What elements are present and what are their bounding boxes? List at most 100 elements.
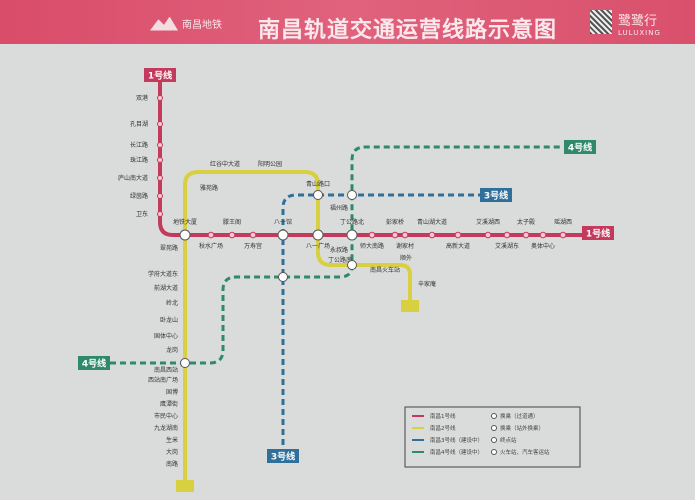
station-marker — [454, 231, 462, 239]
station-label: 孔目湖 — [130, 120, 148, 128]
line-3-label-north: 3号线 — [484, 190, 508, 202]
station-marker — [503, 231, 511, 239]
train-station-icon — [491, 449, 497, 455]
station-label: 南昌火车站 — [370, 266, 400, 274]
station-label: 丁公路南 — [328, 256, 352, 264]
line-4-label-east: 4号线 — [568, 142, 592, 154]
legend-box — [404, 406, 581, 468]
line-4-label-east-bg — [564, 140, 596, 154]
station-marker — [401, 231, 409, 239]
station-marker — [391, 231, 399, 239]
metro-logo: 南昌地铁 — [150, 16, 222, 31]
map-title: 南昌轨道交通运营线路示意图 — [258, 18, 558, 43]
interchange-marker — [278, 272, 288, 282]
station-label: 雅苑路 — [200, 184, 218, 192]
station-marker — [157, 211, 163, 217]
station-marker — [522, 231, 530, 239]
interchange-marker — [347, 190, 357, 200]
line-3-label-south-bg — [267, 449, 299, 463]
station-label: 青山湖大道 — [417, 218, 447, 226]
station-marker — [368, 231, 376, 239]
station-label: 国体中心 — [154, 332, 178, 340]
brand-name: 鹭鹭行 — [618, 14, 658, 29]
station-marker — [157, 142, 163, 148]
line-3-label-north-bg — [480, 188, 512, 202]
station-label: 红谷中大道 — [210, 160, 240, 168]
station-label: 大岗 — [166, 448, 178, 456]
station-label: 福州路 — [330, 204, 348, 212]
station-label: 艾溪湖东 — [495, 242, 519, 250]
brand-name-en: LULUXING — [618, 29, 661, 37]
station-label: 九龙湖南 — [154, 424, 178, 432]
station-label: 青山路口 — [306, 180, 330, 188]
station-marker — [157, 175, 163, 181]
legend-item: 换乘（过道通） — [500, 412, 539, 420]
line-4-label-west: 4号线 — [82, 358, 106, 370]
line-3-label-south: 3号线 — [271, 451, 295, 463]
station-label: 翠苑路 — [160, 244, 178, 252]
station-label: 师大南路 — [360, 242, 384, 250]
station-label: 秋水广场 — [199, 242, 223, 250]
line-2-path — [183, 170, 412, 480]
line-1-label-top-bg — [144, 68, 176, 82]
interchange-marker — [277, 229, 289, 241]
station-label: 卧龙山 — [160, 316, 178, 324]
station-label: 顺外 — [400, 254, 412, 262]
station-label: 双港 — [136, 94, 148, 102]
station-label: 彭家桥 — [386, 218, 404, 226]
legend-item: 终点站 — [500, 436, 517, 444]
legend-item: 火车站、汽车客运站 — [500, 448, 550, 456]
station-label: 万寿宫 — [244, 242, 262, 250]
station-label: 西站南广场 — [148, 376, 178, 384]
station-label: 太子殿 — [517, 218, 535, 226]
qr-code-icon — [590, 10, 612, 34]
interchange-marker — [179, 229, 191, 241]
terminal-icon — [491, 437, 497, 443]
station-marker — [228, 231, 236, 239]
legend-item: 南昌3号线（建设中） — [430, 436, 483, 444]
station-marker — [249, 231, 257, 239]
station-marker — [428, 231, 436, 239]
station-label: 滕王阁 — [223, 218, 241, 226]
station-label: 南昌西站 — [154, 366, 178, 374]
station-label: 生米 — [166, 436, 178, 444]
legend-item: 南昌1号线 — [430, 412, 456, 420]
station-label: 绿茵路 — [130, 192, 148, 200]
station-label: 市民中心 — [154, 412, 178, 420]
legend-item: 南昌2号线 — [430, 424, 456, 432]
station-label: 庐山南大道 — [118, 174, 148, 182]
interchange-marker — [313, 190, 323, 200]
interchange-marker — [312, 229, 324, 241]
logo-text: 南昌地铁 — [182, 20, 222, 31]
station-label: 八一馆 — [274, 218, 292, 226]
station-label: 高新大道 — [446, 242, 470, 250]
station-label: 地铁大厦 — [173, 218, 197, 226]
station-label: 丁公路北 — [340, 218, 364, 226]
station-marker — [559, 231, 567, 239]
legend-item: 南昌4号线（建设中） — [430, 448, 483, 456]
station-marker — [207, 231, 215, 239]
station-label: 八一广场 — [306, 242, 330, 250]
transfer-outside-icon — [491, 425, 497, 431]
station-label: 国博 — [166, 388, 178, 396]
station-label: 奥体中心 — [531, 242, 555, 250]
station-label: 长江路 — [130, 141, 148, 149]
station-marker — [157, 157, 163, 163]
station-label: 珠江路 — [130, 156, 148, 164]
station-label: 学府大道东 — [148, 270, 178, 278]
interchange-marker — [346, 229, 358, 241]
line-1-path — [158, 82, 600, 237]
station-label: 谢家村 — [396, 242, 414, 250]
station-label: 鹰潭街 — [160, 400, 178, 408]
station-label: 辛家庵 — [418, 280, 436, 288]
line-2-terminal-south — [176, 480, 194, 492]
line-1-label-east: 1号线 — [586, 228, 610, 240]
station-marker — [157, 121, 163, 127]
station-marker — [157, 95, 163, 101]
station-label: 龙岗 — [166, 346, 178, 354]
legend-item: 换乘（站外换乘） — [500, 424, 544, 432]
line-1-label-east-bg — [582, 226, 614, 240]
